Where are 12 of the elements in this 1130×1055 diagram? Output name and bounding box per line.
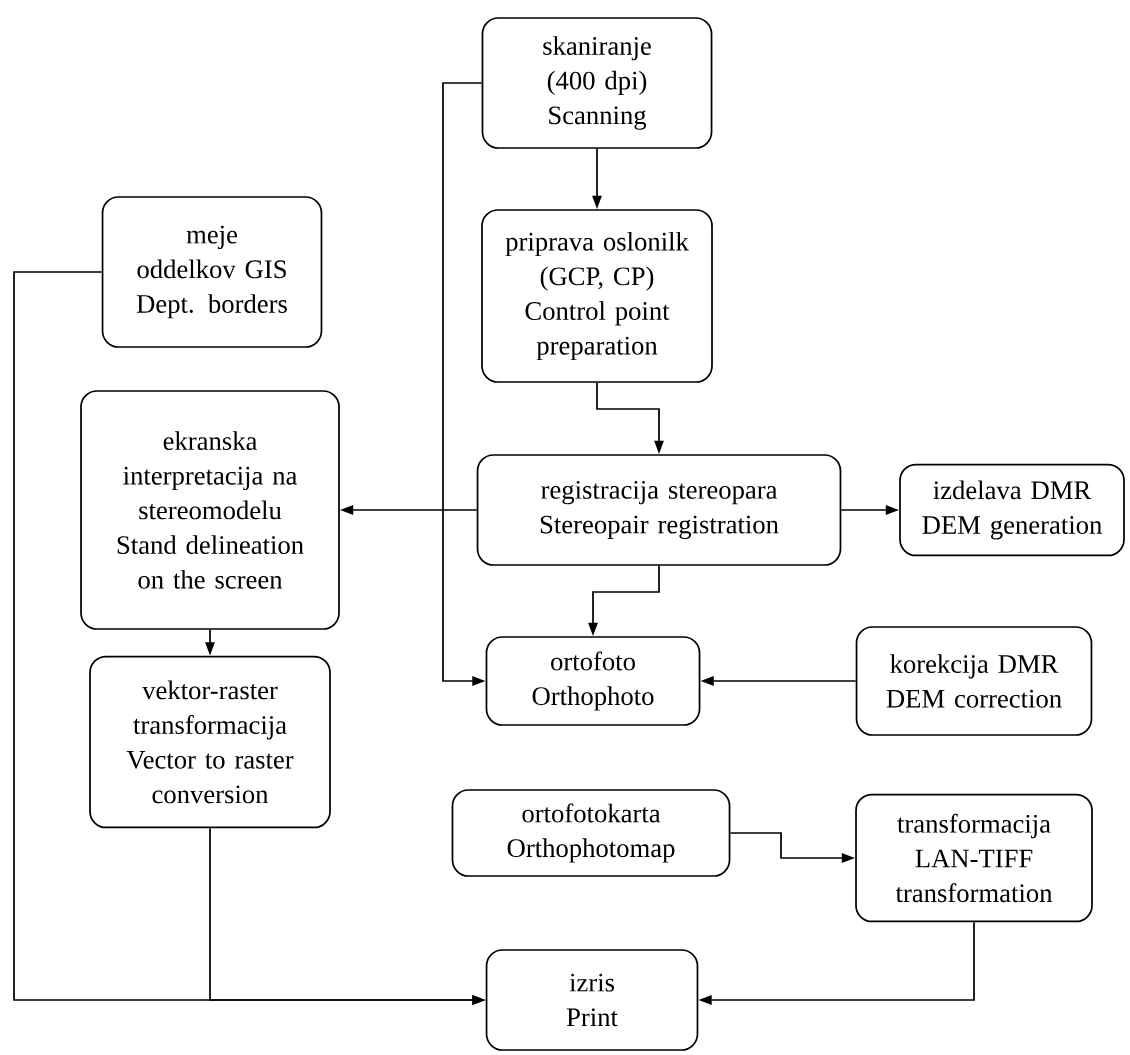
process-box: transformacija LAN-TIFF transformation bbox=[855, 793, 1093, 923]
process-box: ortofoto Orthophoto bbox=[485, 636, 701, 726]
process-box: izdelava DMR DEM generation bbox=[899, 463, 1125, 557]
process-box: meje oddelkov GIS Dept. borders bbox=[101, 196, 323, 348]
process-box: priprava oslonilk (GCP, CP) Control point preparation bbox=[481, 209, 713, 383]
process-box: registracija stereopara Stereopair registration bbox=[476, 454, 842, 566]
process-box: ortofotokarta Orthophotomap bbox=[451, 789, 731, 877]
process-box: skaniranje (400 dpi) Scanning bbox=[481, 17, 713, 149]
process-box: izris Print bbox=[485, 949, 699, 1051]
process-box: korekcija DMR DEM correction bbox=[855, 626, 1093, 736]
process-box: vektor-raster transformacija Vector to raster conversion bbox=[89, 655, 331, 829]
process-box: ekranska interpretacija na stereomodelu Stand delineation on the screen bbox=[80, 390, 340, 630]
